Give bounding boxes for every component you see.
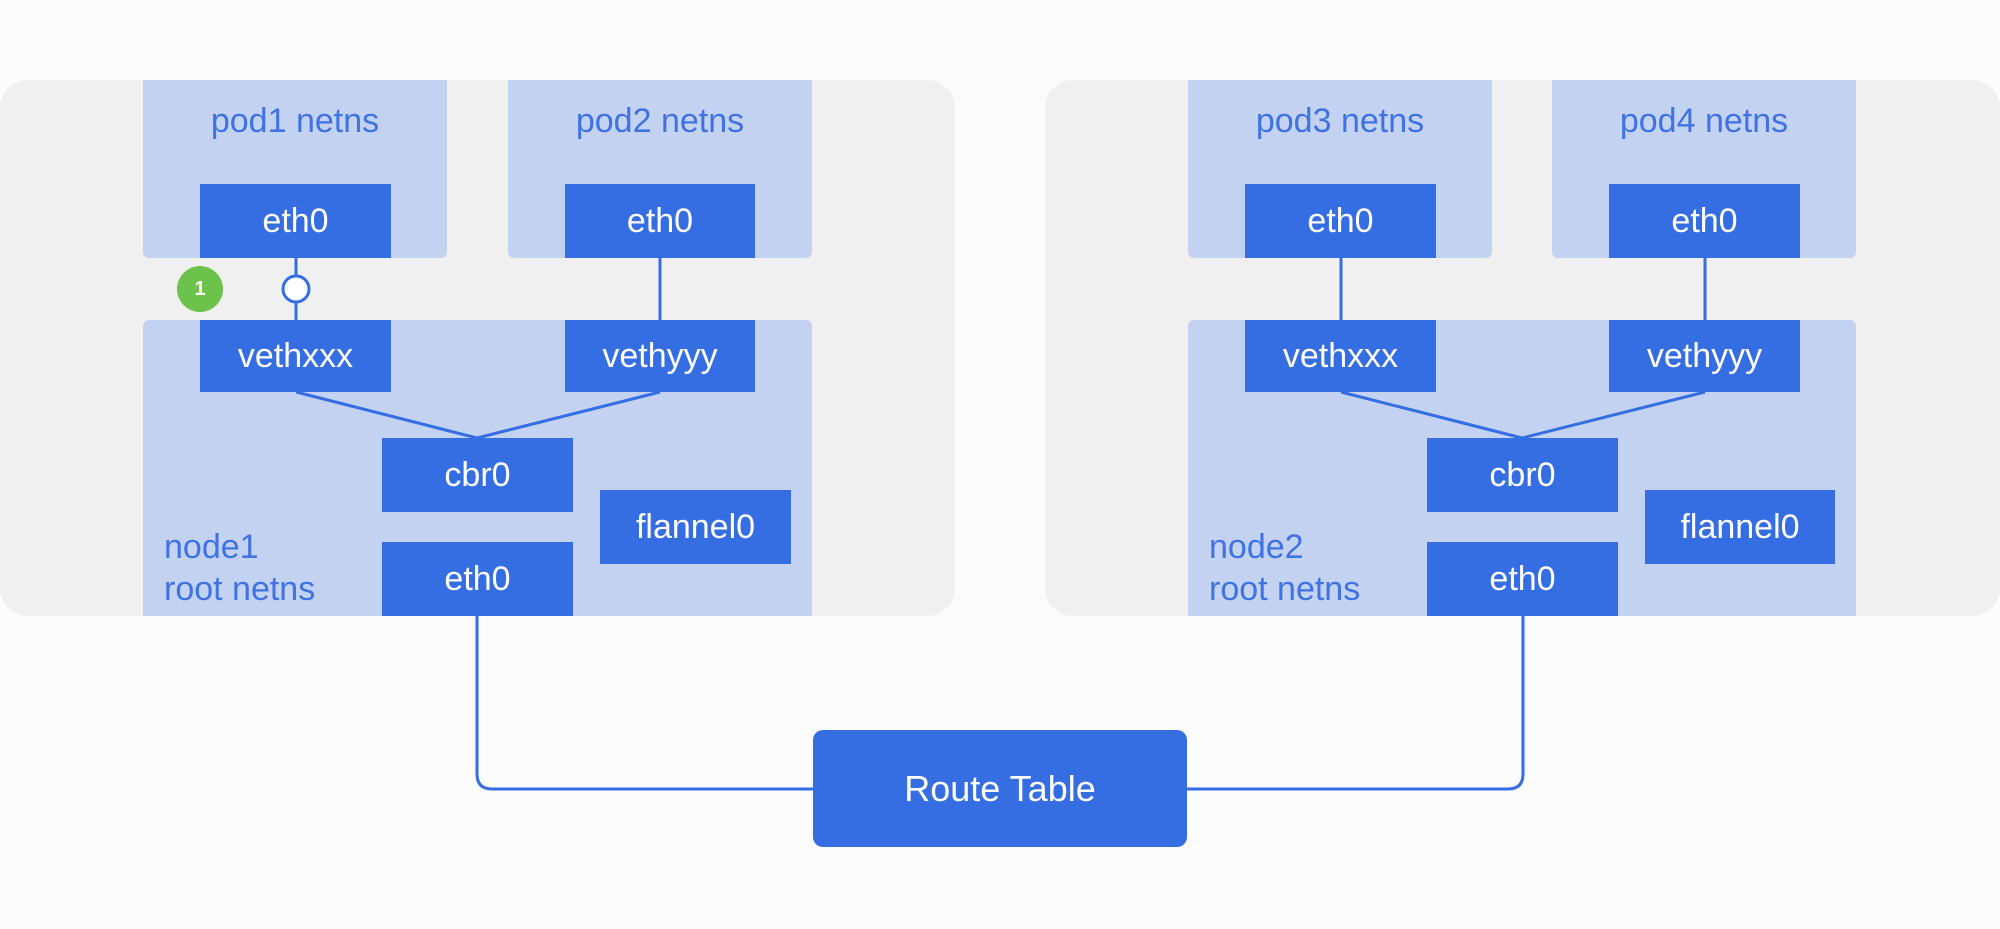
node1-name: node1 (164, 528, 259, 566)
node2-root-netns-text: root netns (1209, 570, 1361, 608)
node1-vethxxx-bridge-link (295, 390, 478, 440)
pod3-netns-label: pod3 netns (1255, 102, 1425, 140)
node1-flannel0: flannel0 (600, 490, 791, 564)
node1-eth0: eth0 (382, 542, 573, 616)
node1-root-netns-text: root netns (164, 570, 316, 608)
pod4-eth0: eth0 (1609, 184, 1800, 258)
pod1-eth0: eth0 (200, 184, 391, 258)
pod4-netns-label: pod4 netns (1619, 102, 1789, 140)
pod3-eth0: eth0 (1245, 184, 1436, 258)
node2-vethyyy: vethyyy (1609, 320, 1800, 392)
pod2-eth0: eth0 (565, 184, 755, 258)
node2-to-route-table-link (1187, 616, 1525, 791)
veth-pair-connector-icon (281, 274, 311, 304)
step-badge: 1 (177, 266, 223, 312)
node1-vethxxx: vethxxx (200, 320, 391, 392)
node1-vethyyy-bridge-link (476, 390, 661, 440)
node2-flannel0: flannel0 (1645, 490, 1835, 564)
pod1-netns-label: pod1 netns (210, 102, 380, 140)
route-table: Route Table (813, 730, 1187, 847)
node2-vethyyy-bridge-link (1521, 390, 1706, 440)
node2-name: node2 (1209, 528, 1304, 566)
pod2-netns: pod2 netns (508, 80, 812, 258)
node2-vethxxx: vethxxx (1245, 320, 1436, 392)
node1-to-route-table-link (475, 616, 813, 791)
node2-root-netns-label: node2 root netns (1209, 526, 1360, 610)
node1-cbr0: cbr0 (382, 438, 573, 512)
node2-eth0: eth0 (1427, 542, 1618, 616)
node2-vethxxx-bridge-link (1340, 390, 1523, 440)
pod2-netns-label: pod2 netns (575, 102, 745, 140)
node2-cbr0: cbr0 (1427, 438, 1618, 512)
node1-vethyyy: vethyyy (565, 320, 755, 392)
node1-root-netns-label: node1 root netns (164, 526, 315, 610)
